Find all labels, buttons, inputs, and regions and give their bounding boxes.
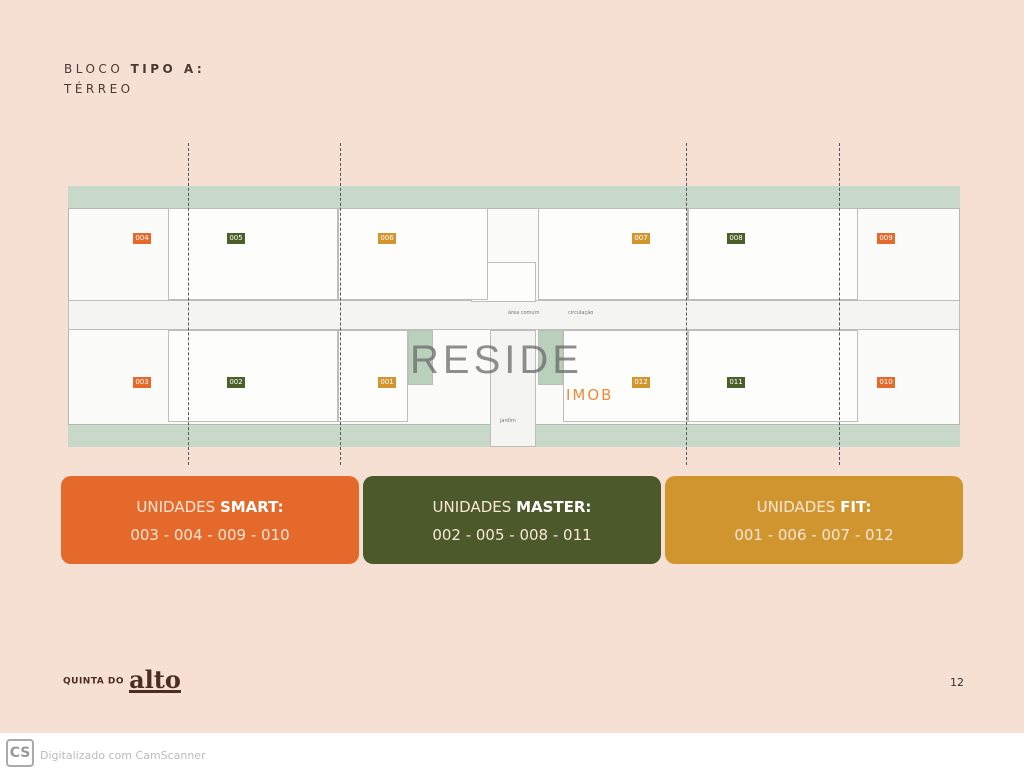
unit-badge-001: 001 <box>378 377 396 388</box>
unit-badge-003: 003 <box>133 377 151 388</box>
garden-left <box>408 330 433 385</box>
unit-badge-011: 011 <box>727 377 745 388</box>
watermark-sub: IMOB <box>566 386 614 404</box>
divider-line <box>839 143 840 465</box>
unit-badge-008: 008 <box>727 233 745 244</box>
unit-block <box>338 208 488 300</box>
entrance <box>490 330 536 447</box>
floor-plan: área comum circulação jardim <box>68 186 960 447</box>
divider-line <box>686 143 687 465</box>
unit-block <box>688 330 858 422</box>
watermark: RESIDE <box>410 338 583 382</box>
card-smart: UNIDADES SMART: 003 - 004 - 009 - 010 <box>61 476 359 564</box>
corridor <box>68 300 960 330</box>
camscanner-text: Digitalizado com CamScanner <box>40 749 206 762</box>
unit-block <box>168 330 338 422</box>
unit-badge-007: 007 <box>632 233 650 244</box>
brand-logo: QUINTA DO alto <box>63 665 181 694</box>
unit-block <box>563 330 688 422</box>
unit-block <box>168 208 338 300</box>
unit-badge-012: 012 <box>632 377 650 388</box>
garden-label: jardim <box>500 418 516 424</box>
unit-block <box>538 208 688 300</box>
page-title: BLOCO TIPO A: <box>64 62 206 76</box>
unit-block <box>688 208 858 300</box>
page-subtitle: TÉRREO <box>64 82 134 96</box>
garden-right <box>538 330 563 385</box>
unit-block <box>338 330 408 422</box>
camscanner-logo: CS <box>6 739 34 767</box>
unit-badge-004: 004 <box>133 233 151 244</box>
divider-line <box>340 143 341 465</box>
unit-badge-010: 010 <box>877 377 895 388</box>
common-area-label: área comum <box>508 310 540 316</box>
unit-badge-005: 005 <box>227 233 245 244</box>
divider-line <box>188 143 189 465</box>
page-number: 12 <box>950 676 964 689</box>
unit-badge-006: 006 <box>378 233 396 244</box>
unit-badge-002: 002 <box>227 377 245 388</box>
unit-badge-009: 009 <box>877 233 895 244</box>
card-fit: UNIDADES FIT: 001 - 006 - 007 - 012 <box>665 476 963 564</box>
circulation-label: circulação <box>568 310 594 316</box>
brochure-page: BLOCO TIPO A: TÉRREO área comum circulaç… <box>0 0 1024 733</box>
card-master: UNIDADES MASTER: 002 - 005 - 008 - 011 <box>363 476 661 564</box>
